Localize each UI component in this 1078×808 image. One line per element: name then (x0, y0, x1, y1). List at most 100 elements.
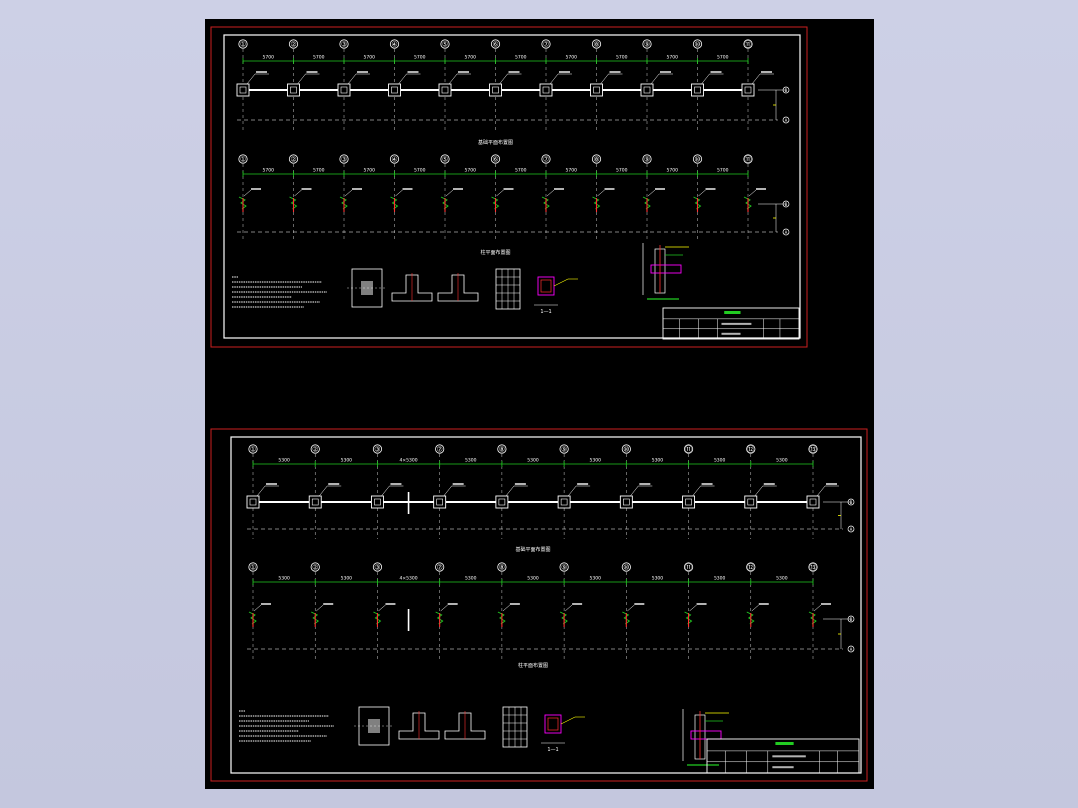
axis-bubble (683, 562, 694, 572)
leader-line (378, 604, 386, 612)
dimension-text: 5700 (465, 168, 477, 174)
grid-bubble-a (847, 645, 855, 653)
axis-bubble (435, 562, 445, 572)
axis-label: ⑪ (685, 564, 692, 572)
title-block-text (772, 755, 806, 758)
axis-label: ③ (374, 564, 380, 572)
leader-tag (256, 71, 267, 73)
section-label: 1—1 (547, 747, 558, 753)
leader-tag (639, 483, 651, 485)
axis-label: ⑧ (499, 446, 505, 454)
grid-bubble-b (847, 615, 855, 623)
footing-pier (542, 86, 550, 94)
leader-tag (452, 483, 464, 485)
leader-tag (763, 483, 775, 485)
footing-pier (747, 498, 755, 506)
axis-bubble (288, 39, 299, 49)
leader-line (597, 189, 605, 197)
leader-tag (453, 188, 463, 190)
leader-tag (577, 483, 589, 485)
footing (337, 83, 351, 97)
dimension-text: 5700 (566, 168, 578, 174)
leader-line (689, 604, 697, 612)
leader-line (347, 73, 357, 85)
dimension-text: 5700 (616, 168, 628, 174)
leader-tag (604, 188, 615, 190)
leader-line (243, 189, 252, 197)
axis-label: ④ (391, 41, 397, 49)
footing (806, 495, 820, 509)
footing (640, 83, 654, 97)
grid-bubble-b (782, 200, 790, 208)
footing (741, 83, 755, 97)
dimension-text: 5700 (515, 55, 527, 61)
axis-label: ⑫ (747, 446, 754, 454)
axis-bubble (339, 154, 349, 164)
axis-label: ② (312, 446, 318, 454)
leader-tag (821, 603, 831, 605)
leader-line (246, 73, 256, 85)
grid-bubble-a (847, 525, 855, 533)
drawing-frame (223, 34, 801, 339)
footing-pier (374, 498, 381, 506)
axis-label: ⑨ (644, 156, 650, 164)
axis-bubble (238, 39, 248, 49)
axis-label: ⑦ (437, 564, 443, 572)
footing (744, 495, 758, 509)
axis-label: ⑧ (593, 156, 599, 164)
leader-tag (458, 71, 469, 73)
plan-title-foundation: 基础平面布置图 (515, 546, 550, 553)
detail-leader (560, 716, 576, 725)
footing (682, 495, 696, 509)
footing (619, 495, 633, 509)
detail-column-tie (540, 279, 552, 293)
footing (489, 83, 502, 97)
leader-tag (572, 603, 583, 605)
axis-bubble (497, 444, 507, 454)
footing-pier (249, 498, 257, 506)
joint-beam (650, 264, 682, 274)
dimension-text: 5300 (714, 458, 726, 464)
axis-bubble (559, 562, 569, 572)
axis-bubble (621, 444, 631, 454)
axis-label: ④ (391, 156, 397, 164)
axis-label: ⑦ (543, 41, 549, 49)
axis-bubble (372, 562, 383, 572)
dimension-text: 5300 (465, 458, 477, 464)
leader-tag (402, 188, 413, 190)
grid-bubble-b (847, 498, 855, 506)
leader-line (549, 73, 559, 85)
axis-bubble (440, 154, 450, 164)
dimension-text: 5700 (667, 55, 679, 61)
grid-bubble-b (782, 86, 790, 94)
dimension-text: 5700 (313, 168, 325, 174)
leader-line (505, 485, 515, 497)
leader-tag (761, 71, 772, 73)
detail-column-tie (547, 717, 559, 731)
axis-bubble (642, 154, 652, 164)
dimension-text: 5700 (717, 55, 729, 61)
axis-bubble (490, 154, 501, 164)
dimension-text: 5700 (263, 55, 275, 61)
footing-pier (560, 498, 568, 506)
dimension-text: 5300 (341, 458, 353, 464)
leader-line (751, 73, 761, 85)
axis-label: ② (290, 156, 296, 164)
footing (246, 495, 260, 509)
dimension-text: 5700 (667, 168, 679, 174)
axis-bubble (591, 39, 602, 49)
title-block (662, 307, 800, 340)
axis-bubble (683, 444, 694, 454)
leader-tag (826, 483, 837, 485)
leader-tag (758, 603, 769, 605)
axis-label: ③ (341, 41, 347, 49)
dimension-text: 4×5300 (400, 576, 418, 582)
leader-tag (261, 603, 271, 605)
axis-bubble (692, 154, 703, 164)
axis-label: ⑥ (492, 156, 498, 164)
title-block (706, 738, 860, 774)
grid-label-a: A (785, 118, 788, 123)
